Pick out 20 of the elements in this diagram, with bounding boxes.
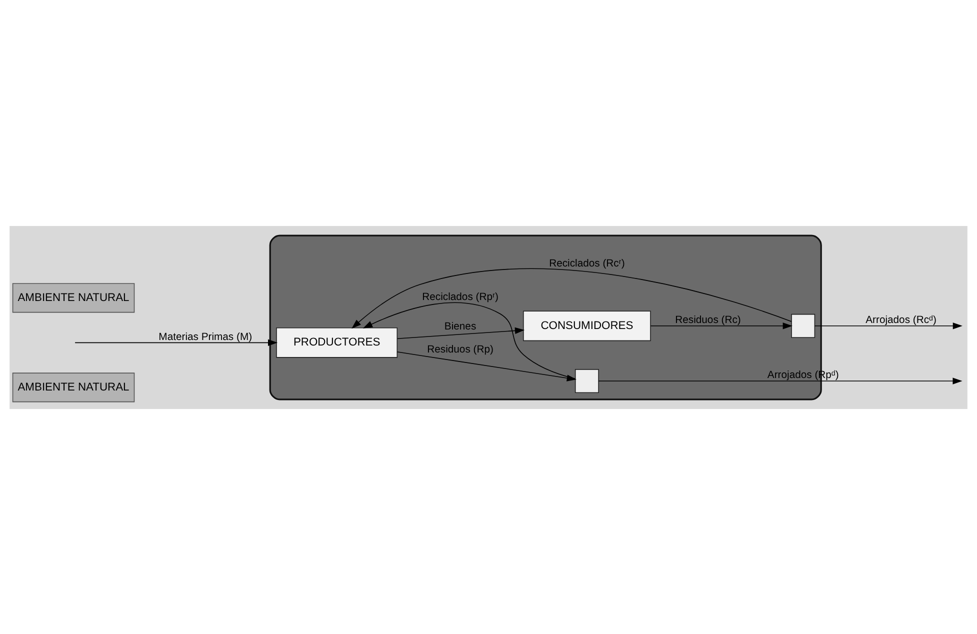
edge-label: Residuos (Rp) — [427, 344, 494, 356]
edge-label: Reciclados (Rpʳ) — [422, 291, 498, 302]
node-box: CONSUMIDORES — [523, 310, 651, 341]
arrow — [362, 302, 576, 379]
edge-label: Bienes — [444, 320, 476, 332]
arrow — [352, 268, 792, 328]
edge-label: Residuos (Rc) — [675, 314, 741, 326]
arrow — [598, 377, 962, 384]
arrow — [74, 338, 278, 346]
node-box — [574, 368, 599, 393]
node-box: PRODUCTORES — [276, 327, 398, 358]
edge-label: Materias Primas (M) — [158, 331, 252, 342]
edge-label: Reciclados (Rcʳ) — [549, 258, 625, 269]
node-box: AMBIENTE NATURAL — [12, 282, 135, 312]
arrow — [814, 322, 962, 329]
node-box — [791, 313, 816, 338]
edge-label: Arrojados (Rcᵈ) — [866, 314, 936, 326]
arrow — [650, 322, 792, 329]
arrow — [397, 326, 525, 339]
node-box: AMBIENTE NATURAL — [12, 372, 135, 402]
